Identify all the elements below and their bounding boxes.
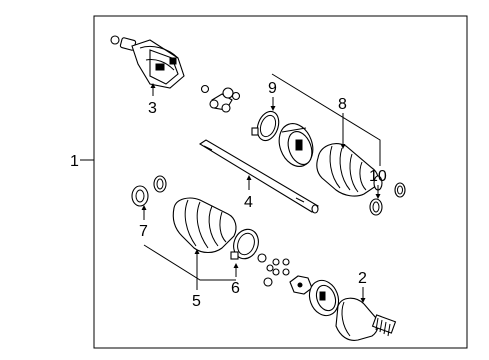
callout-6: 6 [231,280,240,297]
callout-8: 8 [338,96,347,113]
inner-joint-cage-part [278,123,314,167]
boot-clamp-10-part [369,182,406,216]
axle-shaft-part [198,139,319,214]
callout-1: 1 [70,153,79,170]
outer-cv-joint-part [335,297,397,341]
callout-5: 5 [192,293,201,310]
callout-4: 4 [244,194,253,211]
callout-3: 3 [148,100,157,117]
callout-10: 10 [369,168,387,185]
boot-clamp-7-part [131,175,167,207]
outer-joint-cage-part [308,279,340,317]
outer-boot-part [172,197,237,254]
leader-bracket-9-10 [271,73,381,166]
inner-boot-part [316,143,383,197]
tripod-spider-part [200,84,241,113]
boot-clamp-6-part [230,228,259,260]
callout-2: 2 [358,270,367,287]
boot-clamp-9-part [251,110,280,142]
inner-race-part [289,275,313,295]
callout-7: 7 [139,223,148,240]
inner-tripod-joint-part [110,35,185,89]
bearing-balls-part [257,253,290,287]
leader-bracket-7-6 [143,244,236,281]
callout-9: 9 [268,80,277,97]
diagram-frame [93,15,468,349]
